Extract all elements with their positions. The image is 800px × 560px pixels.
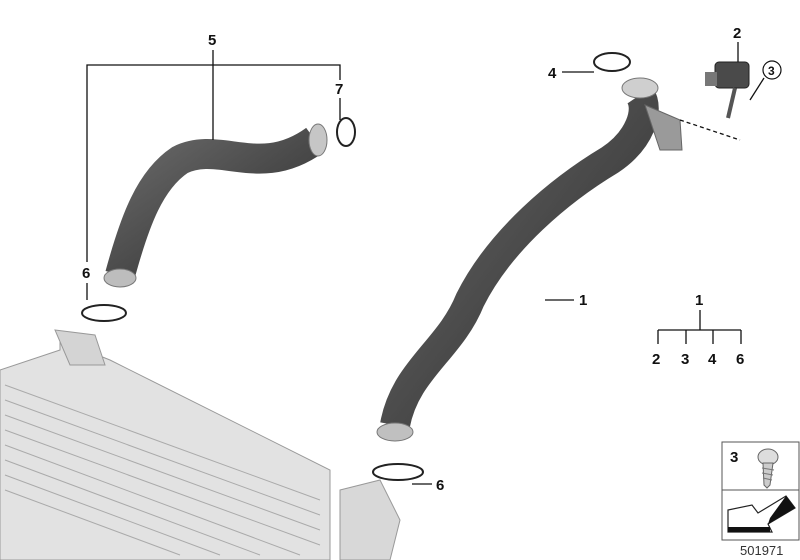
callout-6-bottom: 6 [436,477,444,494]
callout-2: 2 [733,25,741,42]
upper-charge-air-hose [81,117,356,322]
callout-lines [86,42,765,485]
callout-7: 7 [335,81,343,98]
callout-1: 1 [579,292,587,309]
callout-3-circled: 3 [768,64,775,78]
callout-6-left: 6 [82,265,90,282]
legend-parent: 1 [695,292,703,309]
legend-child: 4 [708,351,717,368]
part-box: 3 [721,441,800,541]
main-charge-air-hose [372,52,683,481]
legend-child: 2 [652,351,660,368]
callout-5: 5 [208,32,216,49]
callout-3-circle [762,60,782,80]
direction-arrow-icon [727,495,796,533]
legend-tree: 1 2 3 4 6 [652,292,744,368]
screw-icon [757,448,779,489]
diagram-number: 501971 [740,543,783,558]
intercooler-illustration [0,329,401,560]
pressure-sensor [705,61,750,119]
legend-child: 3 [681,351,689,368]
part-box-screw-label: 3 [730,449,738,466]
legend-child: 6 [736,351,744,368]
callout-4: 4 [548,65,557,82]
